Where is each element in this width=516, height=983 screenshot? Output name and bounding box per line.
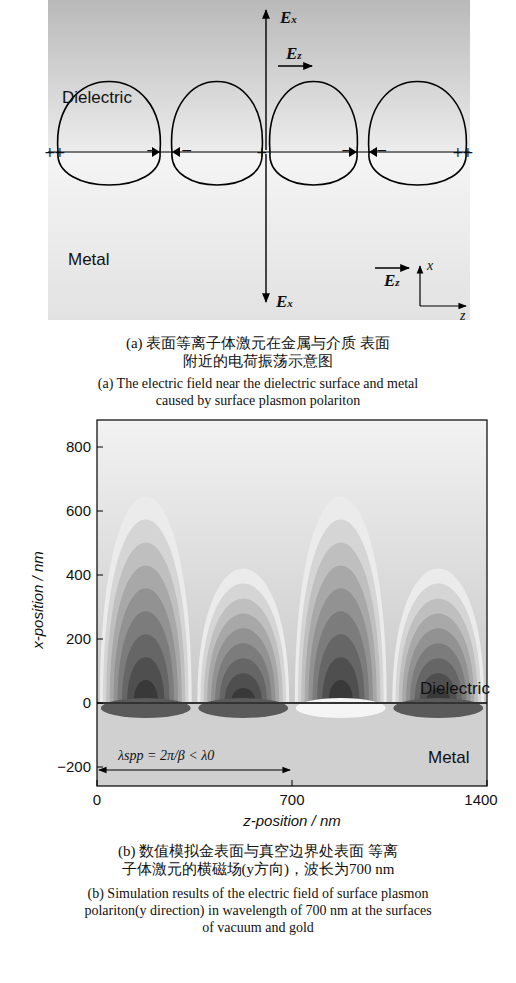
axis-arrow [420,305,466,306]
label: 0 [93,791,101,809]
metal-field [393,698,483,718]
label: z [460,308,465,325]
label: z-position / nm [243,812,341,830]
label: λspp = 2π/β < λ0 [118,748,214,765]
label: (a) 表面等离子体激元在金属与介质 表面附近的电荷振荡示意图 [126,334,391,370]
label: 0 [83,694,91,712]
contour [200,584,286,703]
label: Dielectric [420,679,490,699]
label: + [54,144,66,161]
label: + [256,144,268,161]
field-line [270,82,358,186]
contour [312,611,369,703]
label: 1400 [464,791,497,809]
contour [100,497,192,703]
label: 800 [66,438,91,456]
contour [211,628,276,703]
label: + [462,144,474,161]
contour [301,542,380,703]
ez-arrow [375,267,409,268]
ticks [97,447,487,786]
wavelength-arrow [99,769,290,770]
label: − [376,142,388,159]
contour [215,643,272,703]
interface [97,702,487,704]
field-line [369,82,467,186]
contour [308,588,373,703]
label: + [452,144,464,161]
label: 200 [66,630,91,648]
label: + [44,144,56,161]
field-loops [58,82,467,186]
contour [322,657,359,703]
contour [106,542,185,703]
label: 700 [279,791,304,809]
label: (b) 数值模拟金表面与真空边界处表面 等离子体激元的横磁场(y方向)，波长为7… [113,842,403,878]
contour [204,598,283,703]
ex-arrow [265,10,266,150]
axis-arrow [419,266,420,306]
contour [110,565,182,703]
contour [298,520,384,703]
contour [117,611,174,703]
arrowhead [369,147,377,157]
metal-region [48,152,470,320]
contour [207,613,279,703]
plot-frame [97,420,487,786]
label: Ex [280,8,297,28]
label: −200 [57,758,91,776]
label: 400 [66,566,91,584]
dielectric-region [48,0,470,152]
label: 600 [66,502,91,520]
metal-field [296,698,386,718]
label: Ez [286,44,302,64]
contour [127,657,164,703]
label: Ez [384,271,400,291]
contour [103,520,189,703]
label: Ex [276,292,293,312]
label: Metal [428,748,470,768]
label: − [341,142,353,159]
label: Dielectric [62,88,132,108]
ez-arrow [278,65,312,66]
metal-field [198,698,288,718]
label: (b) Simulation results of the electric f… [78,886,438,936]
contour [219,658,267,703]
ex-arrow [265,154,266,302]
label: (a) The electric field near the dielectr… [83,376,433,410]
label: − [146,142,158,159]
label: x-position / nm [29,551,47,649]
contour [295,497,387,703]
metal-field [101,698,191,718]
contour [317,634,365,703]
label: Metal [68,250,110,270]
label: − [181,142,193,159]
field-line [172,82,263,186]
plot-dielectric [97,420,487,703]
contour [197,569,289,703]
label: x [427,258,433,275]
contour [122,634,170,703]
arrowhead [172,147,180,157]
contour [113,588,178,703]
contour [305,565,377,703]
field-line [58,82,161,186]
